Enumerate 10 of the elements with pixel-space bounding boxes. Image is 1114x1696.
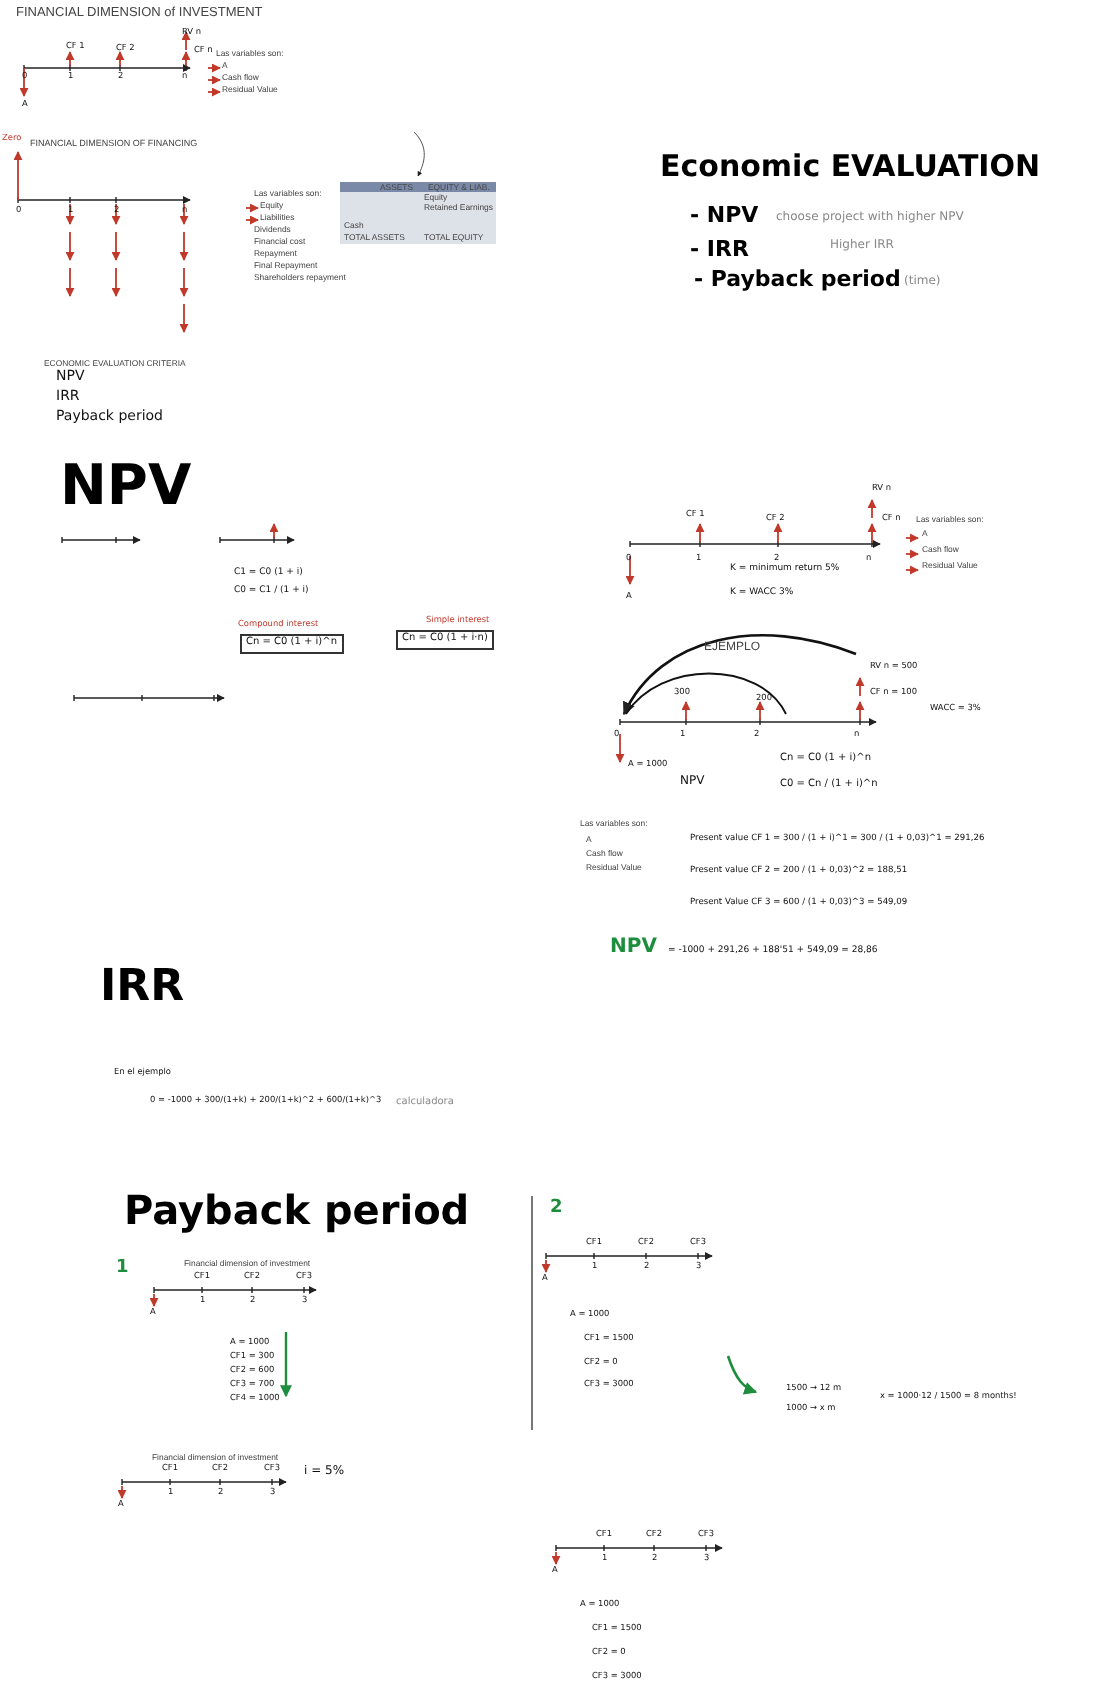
heading: Payback period bbox=[124, 1188, 470, 1232]
note-text: NPV bbox=[610, 936, 657, 958]
heading: IRR bbox=[100, 964, 185, 1013]
note-text: 1 bbox=[116, 1260, 129, 1280]
note-text: - Payback period bbox=[694, 268, 901, 293]
heading: Economic EVALUATION bbox=[660, 150, 1041, 183]
heading: NPV bbox=[60, 456, 192, 518]
note-text: - NPV bbox=[690, 204, 759, 229]
note-text: 2 bbox=[550, 1200, 563, 1220]
note-text: - IRR bbox=[690, 238, 749, 263]
